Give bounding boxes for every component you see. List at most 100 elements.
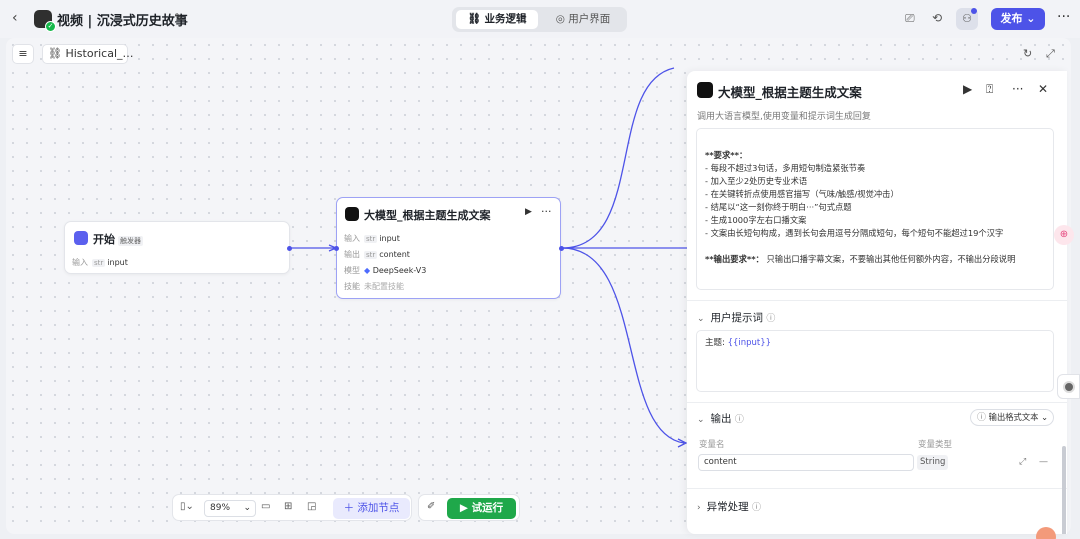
publish-button[interactable]: 发布 ⌄ bbox=[991, 8, 1045, 30]
layout-icon[interactable]: ⊞ bbox=[284, 501, 293, 512]
debug-icon[interactable]: ✐ bbox=[427, 501, 436, 512]
top-bar: ‹ ✓ 视频 | 沉浸式历史故事 ✎ ⛓ 业务逻辑 ◎ 用户界面 ⎚ ⟲ ⚇ 发… bbox=[0, 0, 1080, 38]
user-prompt-label: 用户提示词 bbox=[710, 312, 764, 324]
help-icon[interactable]: ⍰ bbox=[986, 82, 994, 96]
divider bbox=[687, 300, 1067, 301]
row-key: 输入 bbox=[344, 234, 360, 243]
column-var-type: 变量类型 bbox=[918, 440, 953, 450]
output-format-select[interactable]: ⓘ 输出格式文本 ⌄ bbox=[970, 409, 1054, 426]
user-prompt-header[interactable]: ⌄ 用户提示词 ⓘ bbox=[697, 310, 775, 325]
avatar-float[interactable] bbox=[1036, 527, 1056, 539]
refresh-icon[interactable]: ↻ bbox=[1023, 47, 1033, 60]
play-icon[interactable]: ▶ bbox=[525, 207, 532, 217]
close-icon[interactable]: ✕ bbox=[1038, 82, 1049, 96]
toggle-panel-button[interactable]: ≡ bbox=[12, 44, 34, 64]
chevron-down-icon: ⌄ bbox=[697, 415, 705, 425]
node-config-panel: 大模型_根据主题生成文案 ▶ ⍰ ··· ✕ 调用大语言模型,使用变量和提示词生… bbox=[687, 71, 1067, 534]
mouse-icon[interactable]: ▯⌄ bbox=[180, 501, 194, 512]
row-value: input bbox=[107, 258, 128, 267]
type-chip: str bbox=[92, 259, 106, 267]
requirement-line: - 文案由长短句构成，遇到长句会用逗号分隔成短句，每个短句不能超过19个汉字 bbox=[705, 228, 1004, 238]
play-icon[interactable]: ▶ bbox=[963, 82, 973, 96]
more-icon[interactable]: ··· bbox=[1012, 82, 1024, 96]
llm-output-port[interactable] bbox=[559, 246, 564, 251]
start-node-title: 开始触发器 bbox=[93, 231, 143, 247]
tab-business-logic-label: 业务逻辑 bbox=[484, 13, 527, 25]
notification-dot bbox=[971, 8, 977, 14]
system-prompt-editor[interactable]: **要求**： - 每段不超过3句话，多用短句制造紧张节奏 - 加入至少2处历史… bbox=[696, 128, 1054, 290]
wire-llm-down bbox=[561, 247, 685, 444]
panel-description: 调用大语言模型,使用变量和提示词生成回复 bbox=[697, 112, 871, 122]
llm-node-title: 大模型_根据主题生成文案 bbox=[364, 209, 491, 222]
expand-icon[interactable]: ⤢ bbox=[1046, 47, 1055, 60]
type-chip: str bbox=[364, 235, 378, 243]
info-icon: ⓘ bbox=[977, 413, 987, 423]
workflow-tab[interactable]: ⛓ Historical_… bbox=[42, 44, 134, 64]
info-icon[interactable]: ⓘ bbox=[751, 503, 761, 513]
add-node-label: 添加节点 bbox=[357, 502, 400, 514]
output-requirement-line: **输出要求**： 只输出口播字幕文案，不要输出其他任何额外内容，不输出分段说明 bbox=[705, 253, 1045, 266]
assistant-float-icon[interactable]: ⊕ bbox=[1054, 225, 1074, 245]
add-node-button[interactable]: ＋ 添加节点 bbox=[333, 498, 410, 519]
requirements-header: **要求**： bbox=[705, 150, 748, 160]
more-icon[interactable]: ··· bbox=[1057, 9, 1071, 25]
minimap-icon[interactable]: ◲ bbox=[307, 501, 317, 512]
screen-icon[interactable]: ⎚ bbox=[905, 11, 915, 25]
divider bbox=[687, 402, 1067, 403]
row-key: 输入 bbox=[72, 258, 88, 267]
llm-input-port[interactable] bbox=[334, 246, 339, 251]
app-avatar: ✓ bbox=[34, 10, 56, 32]
list-icon: ≡ bbox=[18, 47, 28, 60]
info-icon[interactable]: ⓘ bbox=[766, 314, 776, 324]
requirement-line: - 加入至少2处历史专业术语 bbox=[705, 176, 808, 186]
chevron-right-icon: › bbox=[697, 503, 701, 513]
chevron-left-icon[interactable]: ‹ bbox=[12, 10, 18, 26]
workflow-icon: ⛓ bbox=[48, 47, 62, 60]
row-value: DeepSeek-V3 bbox=[372, 266, 427, 275]
test-run-button[interactable]: ▶ 试运行 bbox=[447, 498, 516, 519]
output-var-type[interactable]: String bbox=[917, 455, 949, 470]
edit-icon[interactable]: ✎ bbox=[174, 11, 184, 24]
chevron-down-icon: ⌄ bbox=[243, 503, 251, 513]
exception-label: 异常处理 bbox=[706, 501, 749, 513]
history-icon[interactable]: ⟲ bbox=[932, 11, 943, 25]
collaborators-button[interactable]: ⚇ bbox=[956, 8, 978, 30]
expand-icon[interactable]: ⤢ bbox=[1019, 457, 1027, 467]
output-header: **输出要求**： bbox=[705, 254, 764, 264]
start-icon bbox=[74, 231, 88, 245]
tab-business-logic[interactable]: ⛓ 业务逻辑 bbox=[456, 10, 538, 29]
output-label: 输出 bbox=[710, 413, 732, 425]
comment-icon[interactable]: ▭ bbox=[261, 501, 271, 512]
view-switcher: ⛓ 业务逻辑 ◎ 用户界面 bbox=[452, 7, 627, 32]
divider bbox=[687, 488, 1067, 489]
output-var-name-input[interactable]: content bbox=[698, 454, 914, 471]
output-header[interactable]: ⌄ 输出 ⓘ bbox=[697, 411, 744, 426]
deepseek-icon bbox=[345, 207, 359, 221]
user-prompt-editor[interactable]: 主题: {{input}} bbox=[696, 330, 1054, 392]
chevron-down-icon: ⌄ bbox=[697, 314, 705, 324]
run-toolbar: ✐ ▶ 试运行 bbox=[418, 494, 520, 521]
remove-icon[interactable]: — bbox=[1039, 457, 1048, 467]
start-output-port[interactable] bbox=[287, 246, 292, 251]
tab-user-interface[interactable]: ◎ 用户界面 bbox=[555, 13, 611, 25]
row-key: 技能 bbox=[344, 282, 360, 291]
output-format-value: 输出格式文本 bbox=[988, 412, 1039, 422]
requirement-line: - 结尾以“这一刻你终于明白···”句式点题 bbox=[705, 202, 852, 212]
side-float-button[interactable] bbox=[1057, 374, 1080, 399]
llm-skill-row: 技能未配置技能 bbox=[344, 281, 404, 292]
exception-header[interactable]: › 异常处理 ⓘ bbox=[697, 499, 761, 514]
app-title: 视频 | 沉浸式历史故事 bbox=[57, 14, 188, 29]
tab-user-interface-label: 用户界面 bbox=[568, 13, 611, 25]
node-more-icon[interactable]: ··· bbox=[541, 205, 552, 218]
deepseek-icon bbox=[697, 82, 713, 98]
blank-line bbox=[705, 240, 1045, 253]
panel-scrollbar[interactable] bbox=[1062, 446, 1066, 534]
zoom-select[interactable]: 89% ⌄ bbox=[204, 500, 256, 517]
info-icon[interactable]: ⓘ bbox=[734, 415, 744, 425]
row-value: input bbox=[379, 234, 400, 243]
whale-icon: ◆ bbox=[364, 266, 371, 275]
